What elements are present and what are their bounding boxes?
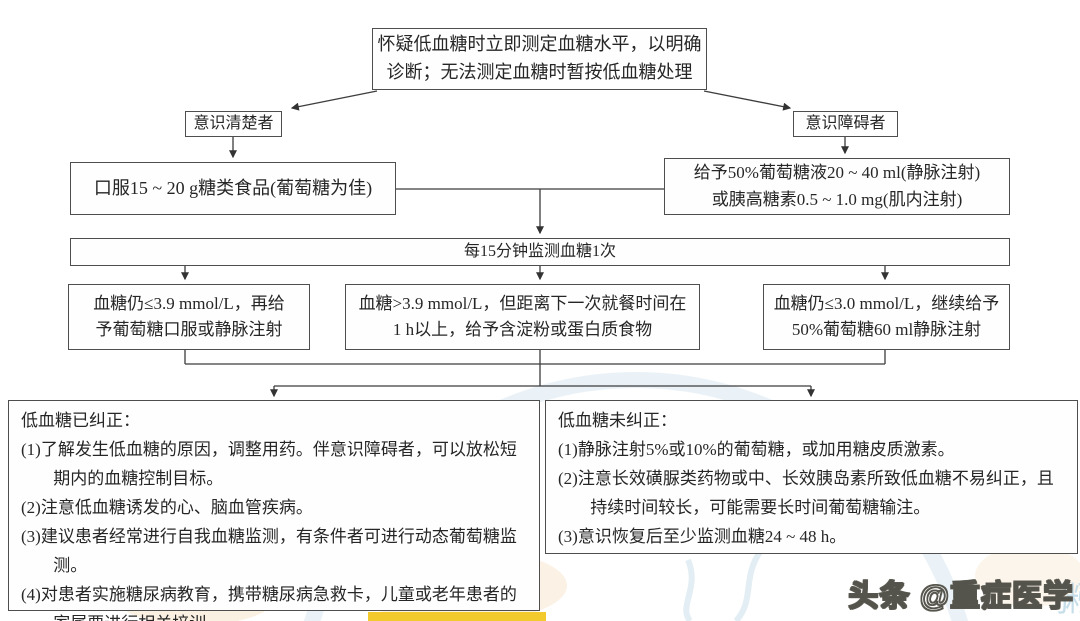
box-above-3-9-meal: 血糖>3.9 mmol/L，但距离下一次就餐时间在 1 h以上，给予含淀粉或蛋白…	[345, 284, 700, 350]
box-very-low-text: 血糖仍≤3.0 mmol/L，继续给予 50%葡萄糖60 ml静脉注射	[773, 293, 1000, 339]
box-still-low-text: 血糖仍≤3.9 mmol/L，再给 予葡萄糖口服或静脉注射	[93, 293, 285, 339]
uncorrected-item-2: (2)注意长效磺脲类药物或中、长效胰岛素所致低血糖不易纠正，且持续时间较长，可能…	[558, 469, 1054, 517]
box-iv-text: 给予50%葡萄糖液20 ~ 40 ml(静脉注射) 或胰高糖素0.5 ~ 1.0…	[693, 163, 981, 209]
box-iv-glucose: 给予50%葡萄糖液20 ~ 40 ml(静脉注射) 或胰高糖素0.5 ~ 1.0…	[664, 158, 1010, 215]
background-faint-glyph: 粥	[1056, 581, 1080, 619]
box-monitor-text: 每15分钟监测血糖1次	[463, 242, 616, 260]
uncorrected-title: 低血糖未纠正：	[558, 411, 677, 430]
box-suspect-text: 怀疑低血糖时立即测定血糖水平，以明确 诊断；无法测定血糖时暂按低血糖处理	[377, 34, 702, 82]
box-oral-text: 口服15 ~ 20 g糖类食品(葡萄糖为佳)	[93, 177, 373, 198]
box-monitor-every-15min: 每15分钟监测血糖1次	[70, 238, 1010, 266]
corrected-item-1: (1)了解发生低血糖的原因，调整用药。伴意识障碍者，可以放松短期内的血糖控制目标…	[21, 440, 517, 488]
uncorrected-item-3: (3)意识恢复后至少监测血糖24 ~ 48 h。	[558, 527, 847, 546]
background-cream-blob	[975, 545, 1080, 607]
uncorrected-item-1: (1)静脉注射5%或10%的葡萄糖，或加用糖皮质激素。	[558, 440, 955, 459]
corrected-item-3: (3)建议患者经常进行自我血糖监测，有条件者可进行动态葡萄糖监测。	[21, 527, 517, 575]
corrected-title: 低血糖已纠正：	[21, 411, 140, 430]
box-impaired-text: 意识障碍者	[805, 114, 886, 132]
box-conscious-text: 意识清楚者	[193, 114, 274, 132]
box-suspect-hypoglycemia: 怀疑低血糖时立即测定血糖水平，以明确 诊断；无法测定血糖时暂按低血糖处理	[372, 28, 707, 90]
corrected-item-2: (2)注意低血糖诱发的心、脑血管疾病。	[21, 498, 313, 517]
box-impaired-consciousness: 意识障碍者	[793, 111, 898, 137]
box-above-target-text: 血糖>3.9 mmol/L，但距离下一次就餐时间在 1 h以上，给予含淀粉或蛋白…	[358, 293, 687, 339]
box-conscious-patient: 意识清楚者	[185, 111, 282, 137]
box-still-below-3-0: 血糖仍≤3.0 mmol/L，继续给予 50%葡萄糖60 ml静脉注射	[763, 284, 1010, 350]
connector-top-to-conscious	[290, 90, 378, 111]
corrected-item-4: (4)对患者实施糖尿病教育，携带糖尿病急救卡，儿童或老年患者的家属要进行相关培训…	[21, 585, 517, 621]
box-hypoglycemia-not-corrected: 低血糖未纠正： (1)静脉注射5%或10%的葡萄糖，或加用糖皮质激素。 (2)注…	[545, 400, 1078, 554]
box-still-below-3-9: 血糖仍≤3.9 mmol/L，再给 予葡萄糖口服或静脉注射	[68, 284, 310, 350]
box-hypoglycemia-corrected: 低血糖已纠正： (1)了解发生低血糖的原因，调整用药。伴意识障碍者，可以放松短期…	[8, 400, 540, 621]
source-watermark: 头条 @重症医学	[848, 579, 1074, 614]
background-yellow-strip	[368, 612, 546, 621]
connector-top-to-impaired	[703, 90, 792, 111]
box-oral-glucose: 口服15 ~ 20 g糖类食品(葡萄糖为佳)	[70, 162, 396, 215]
